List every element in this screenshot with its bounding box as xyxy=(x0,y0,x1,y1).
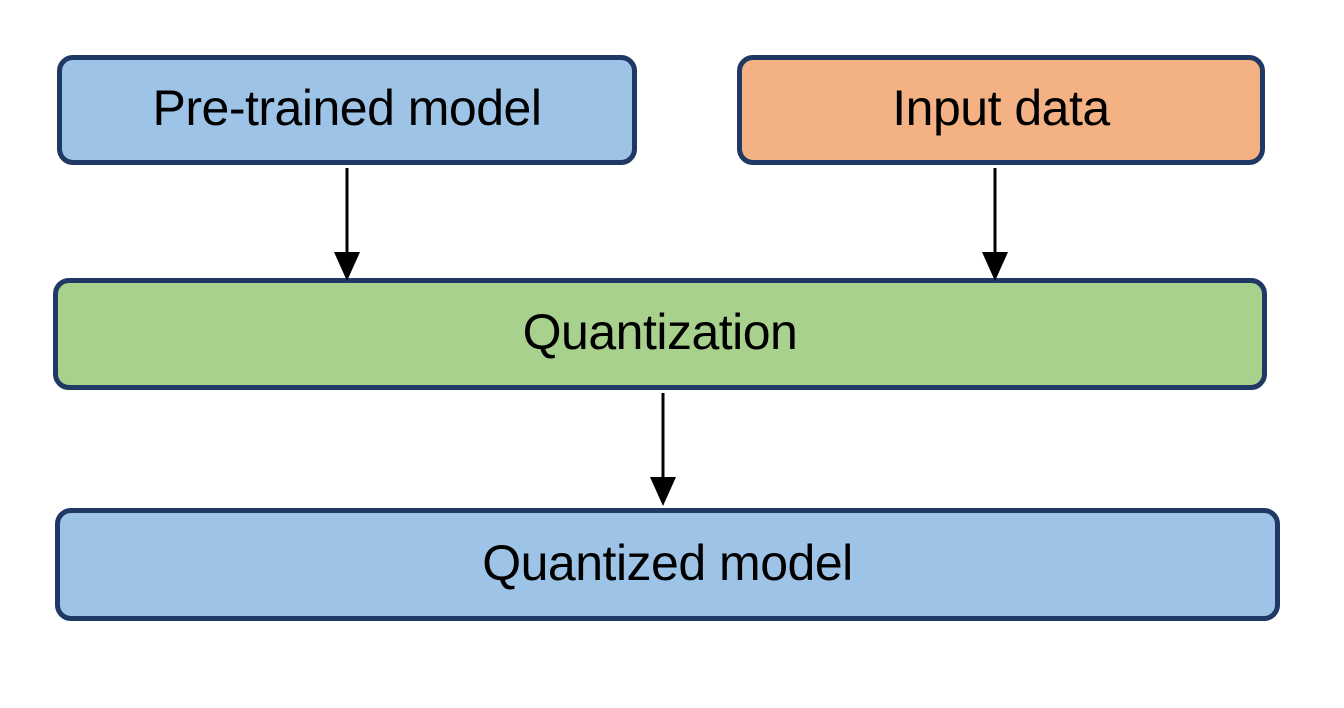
node-quantization: Quantization xyxy=(53,278,1267,390)
arrow-pretrained-to-quantization xyxy=(334,168,360,281)
node-quantization-label: Quantization xyxy=(522,304,798,360)
node-input-data: Input data xyxy=(737,55,1265,165)
node-quantized-model-label: Quantized model xyxy=(482,534,853,591)
arrow-inputdata-to-quantization xyxy=(982,168,1008,281)
node-pre-trained-model: Pre-trained model xyxy=(57,55,637,165)
arrow-head-icon xyxy=(650,477,676,506)
node-quantized-model: Quantized model xyxy=(55,508,1280,621)
arrow-quantization-to-quantized xyxy=(650,393,676,506)
arrow-head-icon xyxy=(334,252,360,281)
node-input-data-label: Input data xyxy=(892,80,1110,136)
arrow-head-icon xyxy=(982,252,1008,281)
node-pre-trained-model-label: Pre-trained model xyxy=(152,80,542,136)
